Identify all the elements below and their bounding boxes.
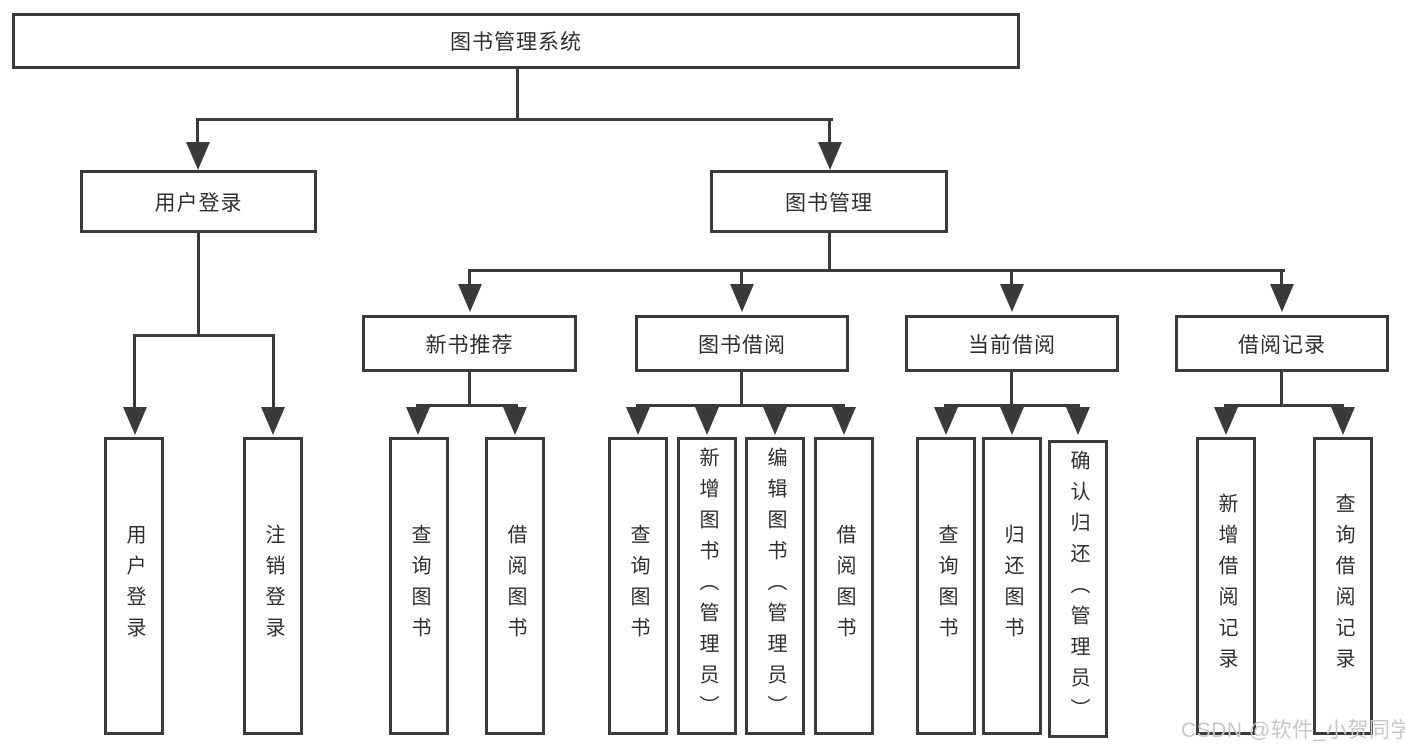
connector-recommend-distributor bbox=[416, 404, 518, 407]
arrow-down-icon bbox=[1066, 407, 1090, 435]
node-user-login: 用户登录 bbox=[80, 170, 317, 233]
node-new-book-recommend: 新书推荐 bbox=[362, 315, 577, 372]
node-book-management-label: 图书管理 bbox=[785, 191, 873, 215]
node-return-books: 归还图书 bbox=[982, 437, 1042, 735]
node-recommend-borrow-books: 借阅图书 bbox=[485, 437, 545, 735]
connector-stem-current bbox=[1010, 272, 1013, 284]
node-root: 图书管理系统 bbox=[12, 13, 1020, 69]
connector-user-login-distributor bbox=[133, 334, 275, 337]
node-confirm-return-admin-label: 确认归还（管理员） bbox=[1067, 449, 1089, 729]
node-edit-books-admin: 编辑图书（管理员） bbox=[745, 437, 805, 735]
arrow-down-icon bbox=[1214, 407, 1238, 435]
arrow-down-icon bbox=[1331, 407, 1355, 435]
node-query-borrow-record: 查询借阅记录 bbox=[1313, 437, 1373, 735]
node-edit-books-admin-label: 编辑图书（管理员） bbox=[764, 446, 786, 726]
connector-root-drop bbox=[516, 68, 519, 120]
connector-stem-records bbox=[1280, 272, 1283, 284]
node-recommend-query-books: 查询图书 bbox=[389, 437, 449, 735]
arrow-down-icon bbox=[458, 284, 482, 312]
connector-stem-logout bbox=[272, 337, 275, 407]
arrow-down-icon bbox=[1000, 407, 1024, 435]
node-add-books-admin: 新增图书（管理员） bbox=[677, 437, 737, 735]
node-login-user: 用户登录 bbox=[104, 437, 164, 735]
connector-borrow-drop bbox=[740, 372, 743, 406]
connector-records-distributor bbox=[1224, 404, 1344, 407]
arrow-down-icon bbox=[261, 407, 285, 435]
node-book-management: 图书管理 bbox=[710, 170, 948, 233]
connector-user-login-drop bbox=[197, 233, 200, 336]
node-add-borrow-record: 新增借阅记录 bbox=[1196, 437, 1256, 735]
connector-stem-login bbox=[133, 337, 136, 407]
node-borrow-query-books: 查询图书 bbox=[608, 437, 668, 735]
node-book-borrow: 图书借阅 bbox=[635, 315, 849, 372]
node-add-borrow-record-label: 新增借阅记录 bbox=[1215, 493, 1237, 679]
node-login-user-label: 用户登录 bbox=[123, 524, 145, 648]
node-recommend-borrow-books-label: 借阅图书 bbox=[504, 524, 526, 648]
arrow-down-icon bbox=[626, 407, 650, 435]
arrow-down-icon bbox=[763, 407, 787, 435]
arrow-down-icon bbox=[934, 407, 958, 435]
arrow-down-icon bbox=[123, 407, 147, 435]
node-borrow-query-books-label: 查询图书 bbox=[627, 524, 649, 648]
node-current-query-books: 查询图书 bbox=[916, 437, 976, 735]
node-logout-label: 注销登录 bbox=[262, 524, 284, 648]
connector-stem-book-management bbox=[828, 121, 831, 142]
connector-current-drop bbox=[1010, 372, 1013, 406]
node-query-borrow-record-label: 查询借阅记录 bbox=[1332, 493, 1354, 679]
connector-book-management-drop bbox=[828, 233, 831, 271]
arrow-down-icon bbox=[730, 284, 754, 312]
connector-borrow-distributor bbox=[636, 404, 845, 407]
node-confirm-return-admin: 确认归还（管理员） bbox=[1048, 440, 1108, 738]
arrow-down-icon bbox=[1000, 284, 1024, 312]
arrow-down-icon bbox=[695, 407, 719, 435]
connector-stem-user-login bbox=[196, 121, 199, 142]
connector-book-management-distributor bbox=[468, 269, 1285, 272]
arrow-down-icon bbox=[832, 407, 856, 435]
connector-root-distributor bbox=[196, 118, 833, 121]
connector-records-drop bbox=[1280, 372, 1283, 406]
arrow-down-icon bbox=[503, 407, 527, 435]
csdn-watermark: CSDN @软件_小贺同学 bbox=[1181, 719, 1405, 742]
node-current-query-books-label: 查询图书 bbox=[935, 524, 957, 648]
arrow-down-icon bbox=[1270, 284, 1294, 312]
node-borrow-borrow-books: 借阅图书 bbox=[814, 437, 874, 735]
node-new-book-recommend-label: 新书推荐 bbox=[425, 333, 514, 357]
connector-recommend-drop bbox=[468, 372, 471, 406]
node-current-borrow-label: 当前借阅 bbox=[968, 333, 1056, 357]
node-return-books-label: 归还图书 bbox=[1001, 524, 1023, 648]
node-logout: 注销登录 bbox=[243, 437, 303, 735]
arrow-down-icon bbox=[186, 142, 210, 170]
node-borrow-records: 借阅记录 bbox=[1175, 315, 1389, 372]
node-borrow-borrow-books-label: 借阅图书 bbox=[833, 524, 855, 648]
arrow-down-icon bbox=[406, 407, 430, 435]
node-add-books-admin-label: 新增图书（管理员） bbox=[696, 446, 718, 726]
arrow-down-icon bbox=[818, 142, 842, 170]
connector-stem-recommend bbox=[468, 272, 471, 284]
connector-current-distributor bbox=[944, 404, 1080, 407]
node-recommend-query-books-label: 查询图书 bbox=[408, 524, 430, 648]
node-current-borrow: 当前借阅 bbox=[905, 315, 1119, 372]
connector-stem-borrow bbox=[740, 272, 743, 284]
node-borrow-records-label: 借阅记录 bbox=[1238, 333, 1326, 357]
node-root-label: 图书管理系统 bbox=[450, 31, 582, 54]
node-book-borrow-label: 图书借阅 bbox=[698, 333, 786, 357]
node-user-login-label: 用户登录 bbox=[154, 191, 243, 215]
